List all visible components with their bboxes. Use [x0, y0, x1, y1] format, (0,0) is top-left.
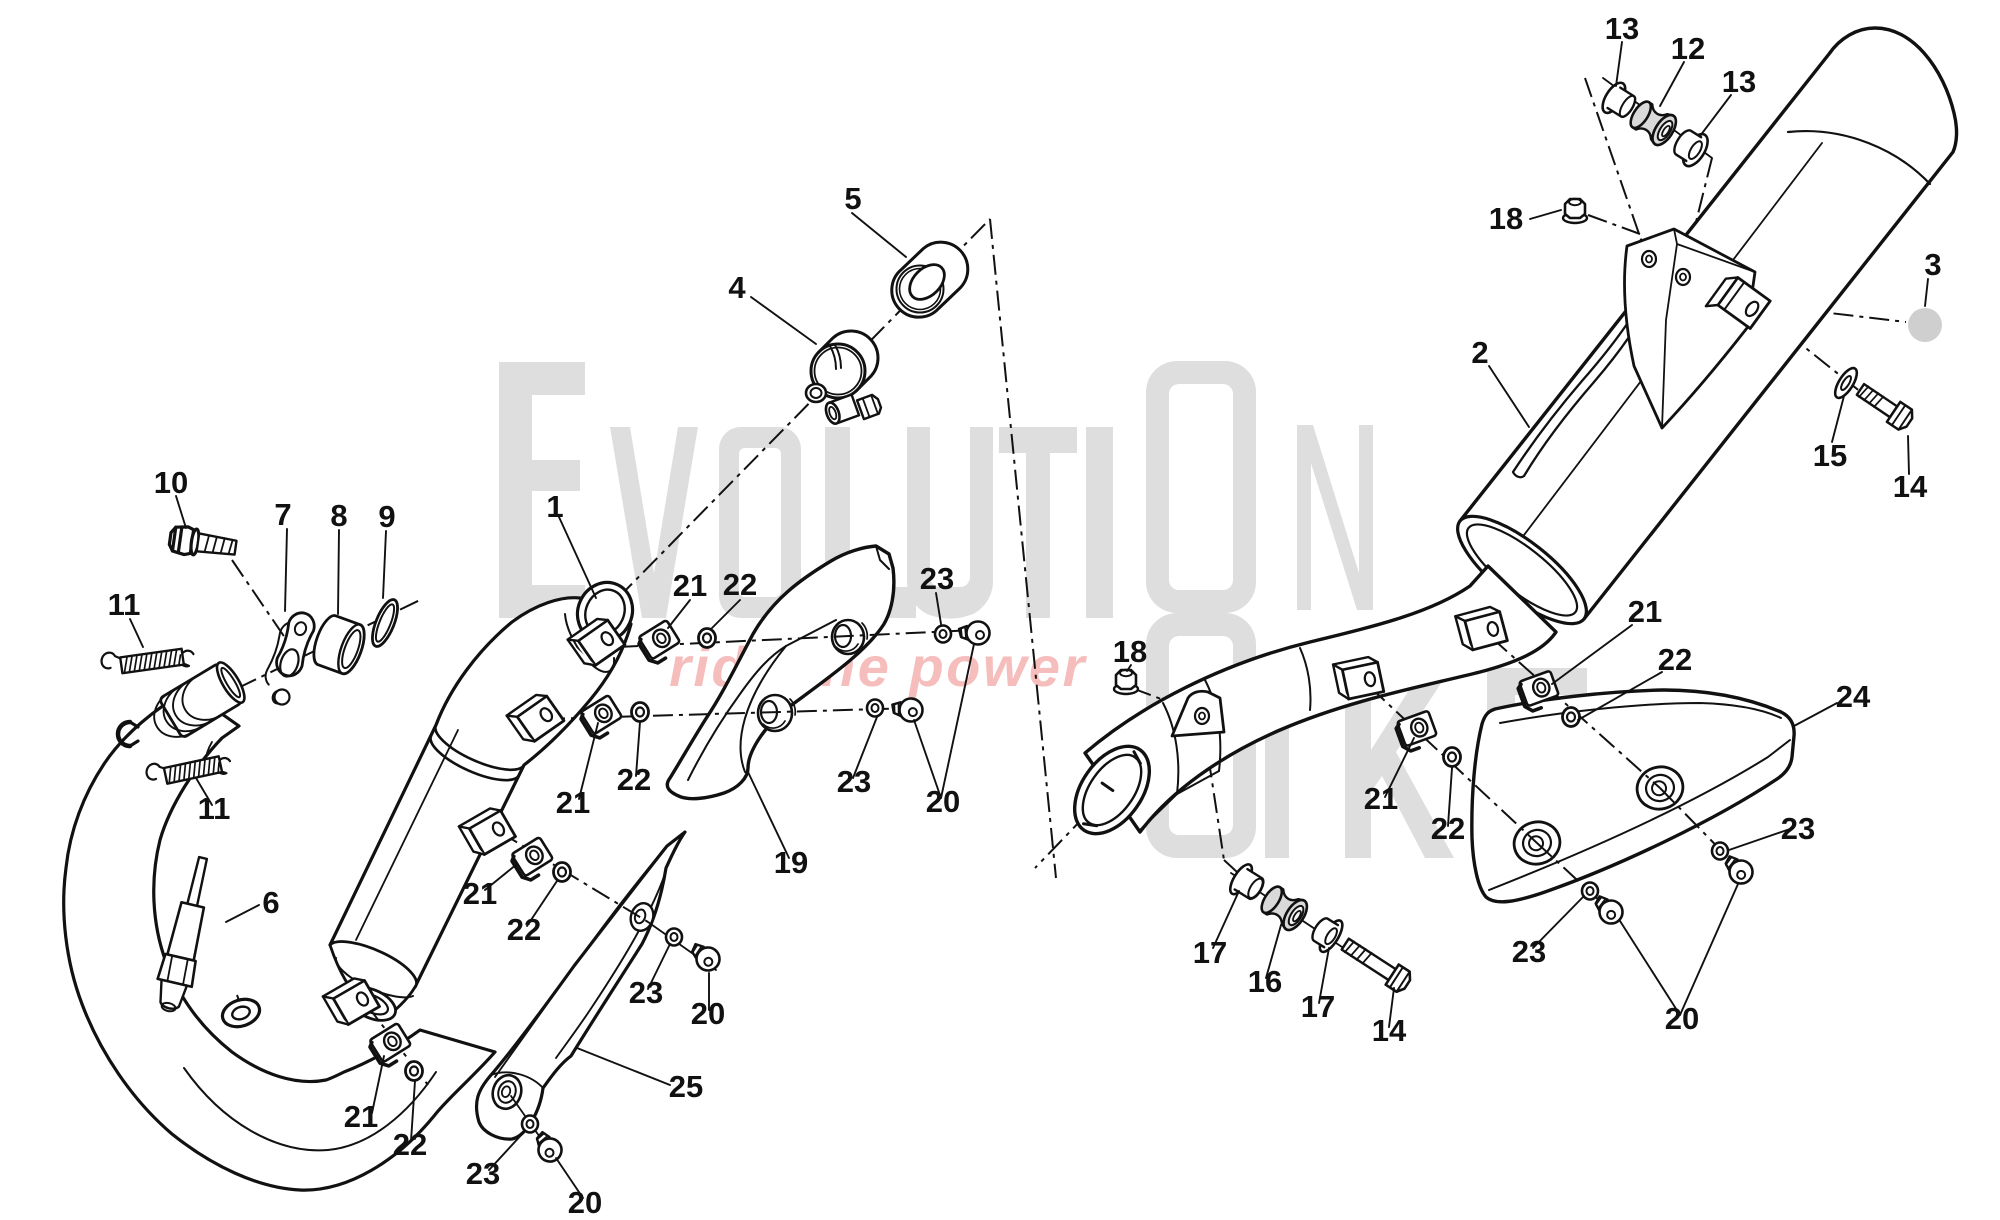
- svg-text:10: 10: [154, 465, 188, 500]
- svg-text:23: 23: [1512, 934, 1546, 969]
- svg-text:21: 21: [463, 876, 497, 911]
- svg-text:13: 13: [1722, 64, 1756, 99]
- svg-text:21: 21: [1364, 781, 1398, 816]
- svg-text:22: 22: [1658, 642, 1692, 677]
- svg-text:11: 11: [198, 791, 231, 826]
- svg-text:13: 13: [1605, 11, 1639, 46]
- svg-text:5: 5: [844, 181, 861, 216]
- svg-text:21: 21: [673, 568, 707, 603]
- svg-text:20: 20: [926, 784, 960, 819]
- svg-text:20: 20: [1665, 1001, 1699, 1036]
- svg-text:12: 12: [1671, 31, 1705, 66]
- svg-text:21: 21: [556, 785, 590, 820]
- svg-text:16: 16: [1248, 964, 1282, 999]
- svg-text:18: 18: [1489, 201, 1523, 236]
- svg-text:22: 22: [1431, 811, 1465, 846]
- svg-text:8: 8: [330, 498, 347, 533]
- svg-text:17: 17: [1193, 935, 1227, 970]
- svg-text:20: 20: [568, 1185, 602, 1220]
- svg-text:7: 7: [274, 497, 291, 532]
- svg-text:21: 21: [344, 1099, 378, 1134]
- svg-text:2: 2: [1471, 335, 1488, 370]
- svg-text:25: 25: [669, 1069, 703, 1104]
- svg-text:21: 21: [1628, 594, 1662, 629]
- svg-text:15: 15: [1813, 438, 1847, 473]
- svg-text:23: 23: [837, 764, 871, 799]
- svg-text:4: 4: [728, 270, 746, 305]
- svg-text:6: 6: [262, 885, 279, 920]
- svg-text:23: 23: [629, 975, 663, 1010]
- svg-text:9: 9: [378, 499, 395, 534]
- svg-text:24: 24: [1836, 679, 1871, 714]
- svg-text:3: 3: [1924, 247, 1941, 282]
- svg-text:20: 20: [691, 996, 725, 1031]
- svg-text:1: 1: [546, 489, 563, 524]
- svg-text:18: 18: [1113, 634, 1147, 669]
- svg-text:19: 19: [774, 845, 808, 880]
- svg-text:22: 22: [617, 762, 651, 797]
- svg-text:23: 23: [1781, 811, 1815, 846]
- svg-text:22: 22: [393, 1127, 427, 1162]
- svg-text:14: 14: [1372, 1013, 1407, 1048]
- svg-text:22: 22: [723, 567, 757, 602]
- svg-text:11: 11: [108, 587, 141, 622]
- svg-text:22: 22: [507, 912, 541, 947]
- svg-text:23: 23: [466, 1156, 500, 1191]
- svg-text:23: 23: [920, 561, 954, 596]
- svg-text:17: 17: [1301, 989, 1335, 1024]
- svg-text:14: 14: [1893, 469, 1928, 504]
